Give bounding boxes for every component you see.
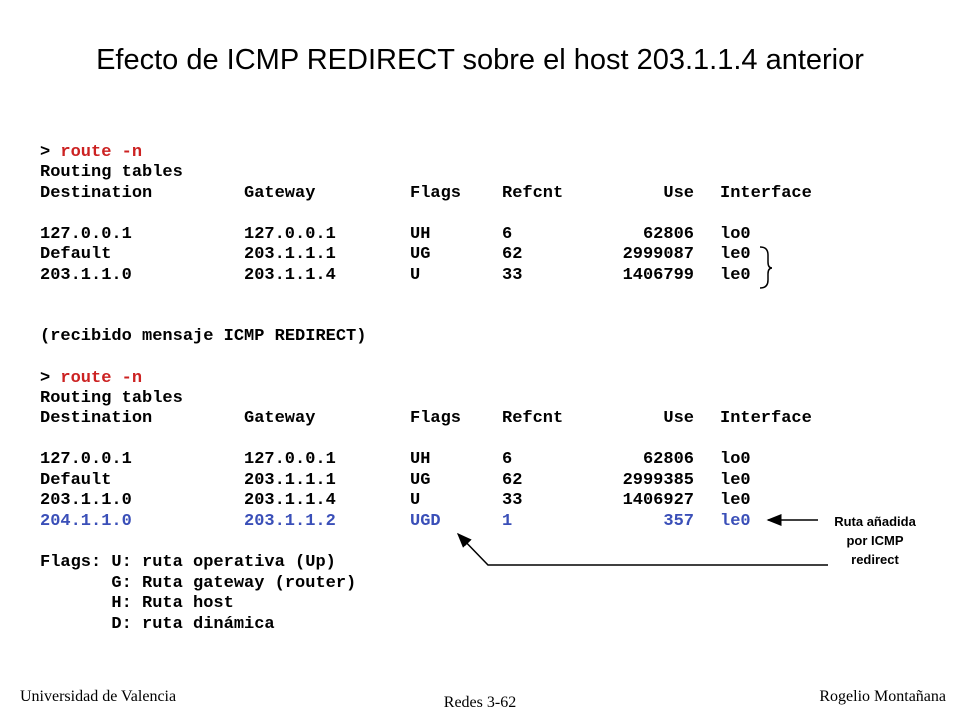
col-interface: le0 — [720, 512, 751, 531]
col-flags: UH — [410, 450, 431, 469]
col-flags: UH — [410, 225, 431, 244]
command-text: route -n — [60, 143, 143, 162]
col-use: 1406927 — [622, 491, 694, 510]
col-interface: lo0 — [720, 225, 751, 244]
annotation-line: redirect — [851, 552, 899, 567]
col-interface: le0 — [720, 471, 751, 490]
col-interface: lo0 — [720, 450, 751, 469]
added-route-annotation: Ruta añadida por ICMP redirect — [808, 512, 942, 569]
arrow-to-ugd-flag — [456, 532, 828, 566]
col-gateway: 127.0.0.1 — [244, 450, 336, 469]
col-destination: Default — [40, 471, 112, 490]
col-refcnt: Refcnt — [502, 184, 564, 203]
routing-caption-2: Routing tables — [40, 389, 183, 408]
col-use: Use — [663, 409, 694, 428]
annotation-line: Ruta añadida — [834, 514, 916, 529]
command-text: route -n — [60, 369, 143, 388]
col-destination: 204.1.1.0 — [40, 512, 132, 531]
col-destination: 127.0.0.1 — [40, 225, 132, 244]
col-gateway: 203.1.1.2 — [244, 512, 336, 531]
col-destination: 203.1.1.0 — [40, 266, 132, 285]
command-line-1: > route -n — [40, 142, 142, 163]
col-flags: UGD — [410, 512, 441, 531]
col-gateway: 203.1.1.1 — [244, 471, 336, 490]
col-interface: le0 — [720, 491, 751, 510]
col-flags: U — [410, 266, 421, 285]
routing-caption-1: Routing tables — [40, 163, 183, 182]
col-destination: Destination — [40, 409, 153, 428]
flags-legend-line: D: ruta dinámica — [40, 615, 275, 634]
col-use: 2999087 — [622, 245, 694, 264]
col-gateway: Gateway — [244, 409, 316, 428]
footer-author: Rogelio Montañana — [819, 688, 946, 705]
col-refcnt: Refcnt — [502, 409, 564, 428]
col-destination: 203.1.1.0 — [40, 491, 132, 510]
col-gateway: 203.1.1.4 — [244, 491, 336, 510]
col-flags: Flags — [410, 184, 462, 203]
col-flags: Flags — [410, 409, 462, 428]
col-refcnt: 33 — [502, 491, 523, 510]
col-interface: le0 — [720, 266, 751, 285]
flags-legend-line: H: Ruta host — [40, 594, 234, 613]
col-gateway: 203.1.1.4 — [244, 266, 336, 285]
col-refcnt: 6 — [502, 450, 513, 469]
icmp-redirect-message: (recibido mensaje ICMP REDIRECT) — [40, 327, 367, 346]
col-flags: UG — [410, 245, 431, 264]
col-flags: U — [410, 491, 421, 510]
slide-title: Efecto de ICMP REDIRECT sobre el host 20… — [96, 44, 864, 76]
col-gateway: Gateway — [244, 184, 316, 203]
col-gateway: 203.1.1.1 — [244, 245, 336, 264]
col-refcnt: 62 — [502, 471, 523, 490]
col-use: 1406799 — [622, 266, 694, 285]
col-use: 2999385 — [622, 471, 694, 490]
col-destination: Destination — [40, 184, 153, 203]
col-refcnt: 1 — [502, 512, 513, 531]
command-line-2: > route -n — [40, 368, 142, 389]
prompt: > — [40, 369, 61, 388]
col-use: 357 — [663, 512, 694, 531]
col-interface: Interface — [720, 184, 812, 203]
col-refcnt: 33 — [502, 266, 523, 285]
footer-page-number: Redes 3-62 — [443, 694, 517, 711]
col-flags: UG — [410, 471, 431, 490]
flags-legend-line: G: Ruta gateway (router) — [40, 574, 357, 593]
col-use: 62806 — [642, 450, 694, 469]
col-gateway: 127.0.0.1 — [244, 225, 336, 244]
col-refcnt: 62 — [502, 245, 523, 264]
prompt: > — [40, 143, 61, 162]
flags-legend-line: Flags: U: ruta operativa (Up) — [40, 553, 336, 572]
annotation-line: por ICMP — [846, 533, 904, 548]
col-interface: Interface — [720, 409, 812, 428]
col-destination: 127.0.0.1 — [40, 450, 132, 469]
col-destination: Default — [40, 245, 112, 264]
brace-bracket-icon — [759, 246, 773, 289]
col-use: 62806 — [642, 225, 694, 244]
col-refcnt: 6 — [502, 225, 513, 244]
col-use: Use — [663, 184, 694, 203]
col-interface: le0 — [720, 245, 751, 264]
footer-institution: Universidad de Valencia — [20, 688, 177, 705]
